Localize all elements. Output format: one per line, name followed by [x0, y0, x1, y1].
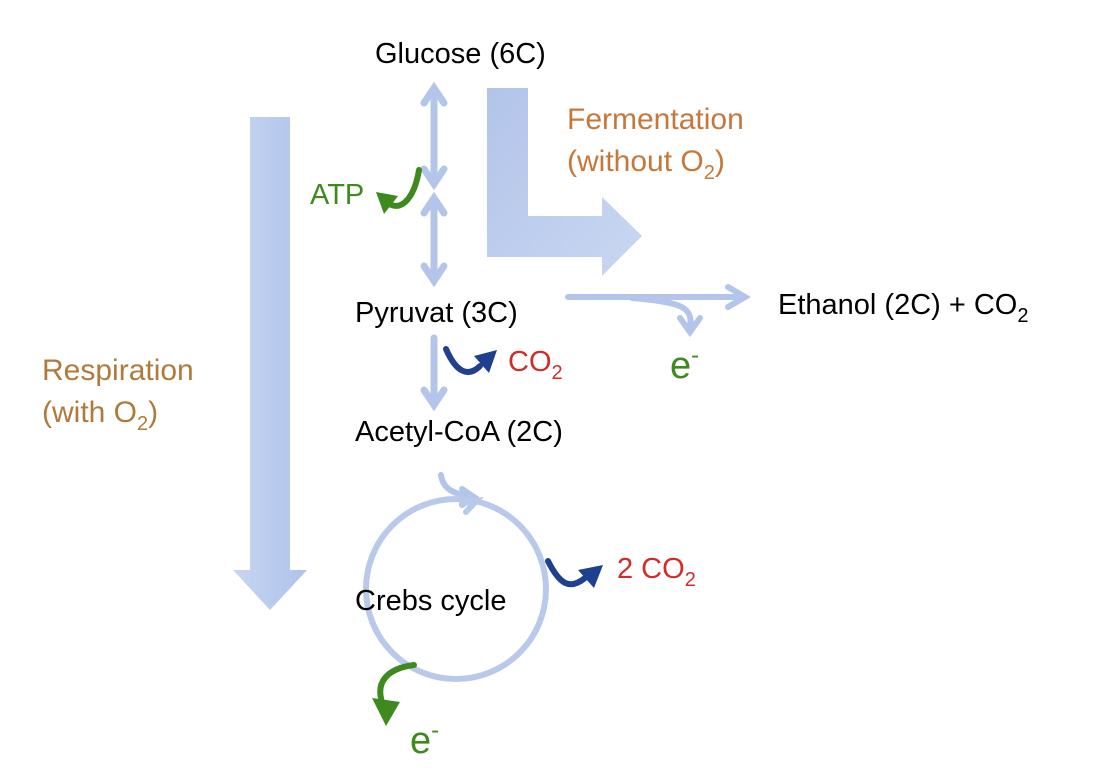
- atp-label: ATP: [310, 179, 364, 211]
- fermentation-electron-arrow-icon: [629, 295, 703, 338]
- fermentation-condition-label: (without O2): [567, 145, 725, 184]
- ethanol-sub: 2: [1017, 305, 1028, 327]
- ethanol-label: Ethanol (2C) + CO2: [778, 289, 1028, 327]
- glucose-double-arrow: [420, 81, 448, 191]
- fermentation-line1: Fermentation: [567, 103, 744, 136]
- crebs-cycle-circle: [363, 496, 549, 682]
- acetyl-coa-label: Acetyl-CoA (2C): [355, 416, 563, 448]
- respiration-condition-label: (with O2): [42, 396, 158, 435]
- pyruvat-co2-prefix: CO: [508, 346, 552, 378]
- fermentation-electron-e: e: [670, 345, 691, 387]
- co2-curved-arrow-icon: [443, 346, 497, 375]
- fermentation-line2-sub: 2: [704, 162, 715, 184]
- pyruvat-co2-label: CO2: [508, 346, 563, 384]
- respiration-line2-suffix: ): [148, 396, 158, 429]
- pyruvat-to-ethanol-arrow: [565, 284, 751, 310]
- fermentation-line2-suffix: ): [715, 145, 725, 178]
- pyruvat-label: Pyruvat (3C): [355, 297, 518, 329]
- ethanol-prefix: Ethanol (2C) + CO: [778, 289, 1017, 321]
- crebs-electron-curved-arrow-icon: [372, 662, 417, 726]
- crebs-co2-sub: 2: [685, 569, 696, 591]
- pyruvat-to-acetyl-arrow: [420, 334, 448, 412]
- respiration-line2-prefix: (with O: [42, 396, 137, 429]
- fermentation-arrow: [487, 88, 642, 276]
- respiration-arrow: [233, 117, 307, 610]
- crebs-co2-curved-arrow-icon: [545, 558, 603, 588]
- atp-curved-arrow-icon: [376, 167, 422, 214]
- pyruvat-double-arrow: [420, 191, 448, 288]
- fermentation-electron-label: e-: [670, 342, 699, 387]
- crebs-cycle-label: Crebs cycle: [355, 585, 507, 617]
- crebs-co2-prefix: 2 CO: [617, 553, 685, 585]
- respiration-label: Respiration: [42, 354, 194, 387]
- crebs-cycle-arrowhead: [459, 496, 484, 515]
- crebs-electron-sup: -: [431, 717, 439, 744]
- crebs-electron-e: e: [410, 720, 431, 762]
- fermentation-line2-prefix: (without O: [567, 145, 704, 178]
- respiration-line1: Respiration: [42, 354, 194, 387]
- fermentation-electron-sup: -: [691, 342, 699, 369]
- crebs-co2-label: 2 CO2: [617, 553, 696, 591]
- respiration-line2-sub: 2: [137, 413, 148, 435]
- pyruvat-co2-sub: 2: [552, 362, 563, 384]
- glucose-label: Glucose (6C): [375, 38, 546, 70]
- fermentation-label: Fermentation: [567, 103, 744, 136]
- crebs-electron-label: e-: [410, 717, 439, 762]
